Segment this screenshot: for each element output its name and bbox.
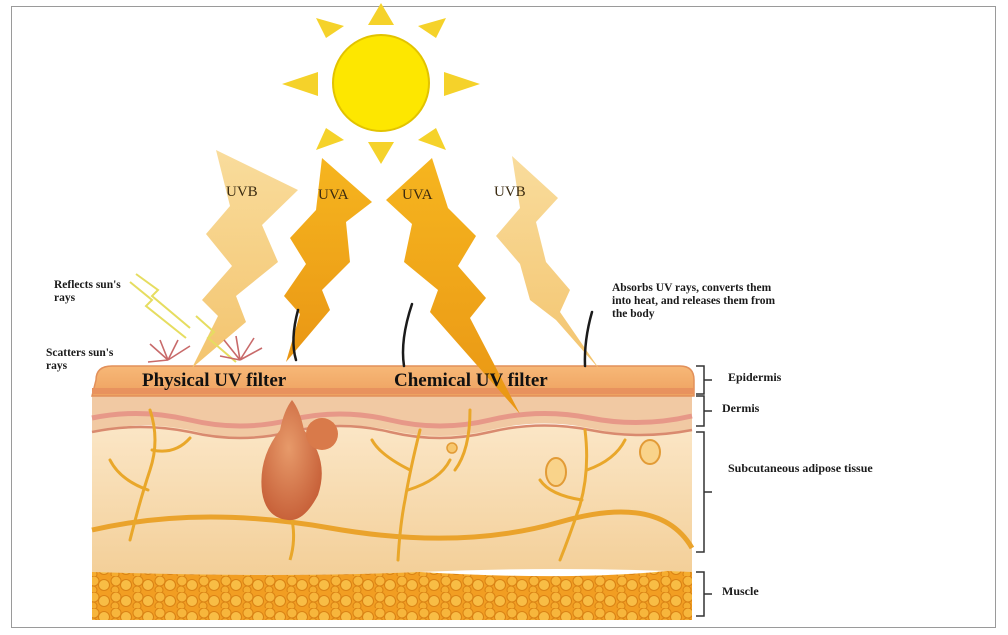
sweat-gland-2 [640, 440, 660, 464]
scatters-label: Scatters sun's rays [46, 347, 126, 373]
muscle-layer [92, 566, 692, 620]
sun-icon [282, 3, 480, 164]
reflects-label: Reflects sun's rays [54, 279, 134, 305]
subcutaneous-layer [92, 426, 692, 575]
muscle-label: Muscle [722, 584, 759, 599]
uva-left-label: UVA [318, 187, 349, 204]
sweat-gland [546, 458, 566, 486]
dermis-label: Dermis [722, 401, 759, 416]
absorbs-label: Absorbs UV rays, converts them into heat… [612, 282, 792, 321]
uvb-left-label: UVB [226, 184, 258, 201]
uva-right-label: UVA [402, 187, 433, 204]
subcutaneous-label: Subcutaneous adipose tissue [728, 461, 873, 476]
lightning-bolt-icon [192, 150, 298, 368]
capillary-dot [447, 443, 457, 453]
physical-filter-label: Physical UV filter [142, 370, 286, 392]
chemical-filter-label: Chemical UV filter [394, 370, 548, 392]
uvb-right-label: UVB [494, 184, 526, 201]
layer-brackets [696, 366, 712, 616]
epidermis-label: Epidermis [728, 370, 781, 385]
